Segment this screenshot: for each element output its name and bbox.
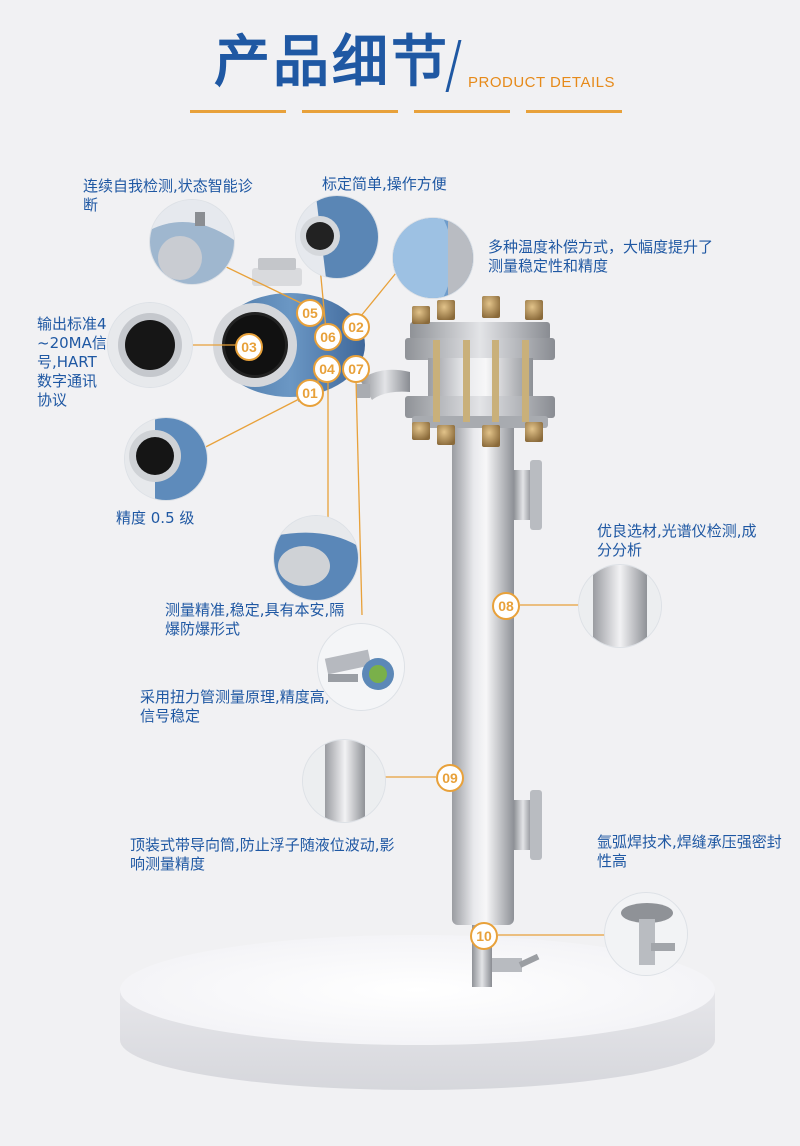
callout-guide-tube: 顶装式带导向筒,防止浮子随液位波动,影响测量精度 xyxy=(130,836,395,873)
badge-09: 09 xyxy=(436,764,464,792)
callout-temperature: 多种温度补偿方式，大幅度提升了测量稳定性和精度 xyxy=(488,238,714,275)
badge-07: 07 xyxy=(342,355,370,383)
detail-thumb-output xyxy=(108,303,192,387)
callout-self-check: 连续自我检测,状态智能诊断 xyxy=(83,177,253,214)
badge-03: 03 xyxy=(235,333,263,361)
detail-thumb-explosion xyxy=(274,516,358,600)
detail-thumb-guide-tube xyxy=(303,740,385,822)
detail-thumb-self-check xyxy=(150,200,234,284)
detail-thumb-accuracy xyxy=(125,418,207,500)
header-rule-3 xyxy=(414,110,510,113)
badge-05: 05 xyxy=(296,299,324,327)
badge-06: 06 xyxy=(314,323,342,351)
callout-accuracy: 精度 0.5 级 xyxy=(116,509,195,527)
badge-04: 04 xyxy=(313,355,341,383)
detail-thumb-welding xyxy=(605,893,687,975)
callout-material: 优良选材,光谱仪检测,成分分析 xyxy=(597,522,757,559)
callout-torque-tube: 采用扭力管测量原理,精度高,信号稳定 xyxy=(140,688,330,725)
detail-thumb-calibration xyxy=(296,196,378,278)
detail-thumb-torque-tube xyxy=(318,624,404,710)
callout-welding: 氩弧焊技术,焊缝承压强密封性高 xyxy=(597,833,782,870)
badge-01: 01 xyxy=(296,379,324,407)
badge-10: 10 xyxy=(470,922,498,950)
callout-explosion: 测量精准,稳定,具有本安,隔爆防爆形式 xyxy=(165,601,345,638)
page-title: 产品细节 xyxy=(214,30,450,95)
header-rule-1 xyxy=(190,110,286,113)
main-chamber-tube xyxy=(452,420,514,925)
detail-thumb-material xyxy=(579,565,661,647)
callout-output: 输出标准4~20MA信号,HART 数字通讯协议 xyxy=(37,315,107,409)
callout-calibration: 标定简单,操作方便 xyxy=(322,175,447,193)
page-subtitle: PRODUCT DETAILS xyxy=(468,74,615,91)
badge-08: 08 xyxy=(492,592,520,620)
detail-thumb-temperature xyxy=(393,218,473,298)
header-rule-2 xyxy=(302,110,398,113)
header-rule-4 xyxy=(526,110,622,113)
badge-02: 02 xyxy=(342,313,370,341)
